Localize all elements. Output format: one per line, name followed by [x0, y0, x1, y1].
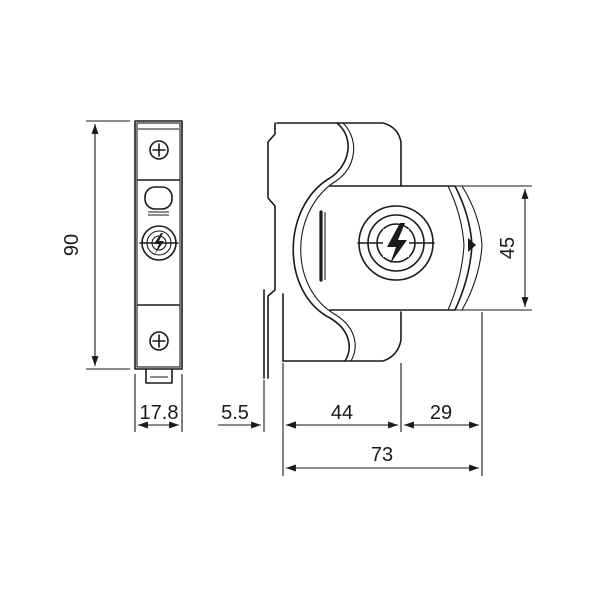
side-lightning-bolt-icon: [357, 205, 435, 281]
top-screw-icon: [149, 140, 169, 160]
din-clip: [145, 368, 173, 384]
bottom-screw-icon: [149, 331, 169, 351]
status-window: [144, 186, 173, 210]
front-body-outline: [134, 120, 183, 370]
dim-width-front: 17.8: [140, 402, 179, 424]
front-body-inner: [136, 122, 181, 368]
dim-rail-offset: 5.5: [221, 402, 249, 424]
dim-total-depth: 73: [371, 444, 393, 466]
front-lightning-bolt-icon: [139, 225, 179, 261]
front-view: [134, 120, 183, 384]
dim-front-height: 45: [497, 237, 519, 259]
dim-height-front: 90: [61, 234, 83, 256]
side-view: [263, 122, 483, 379]
dim-front-depth: 29: [430, 402, 452, 424]
dim-body-depth: 44: [331, 402, 353, 424]
dimension-lines: [86, 120, 532, 476]
din-rail-profile: [267, 122, 276, 379]
side-body-outline: [276, 122, 402, 362]
